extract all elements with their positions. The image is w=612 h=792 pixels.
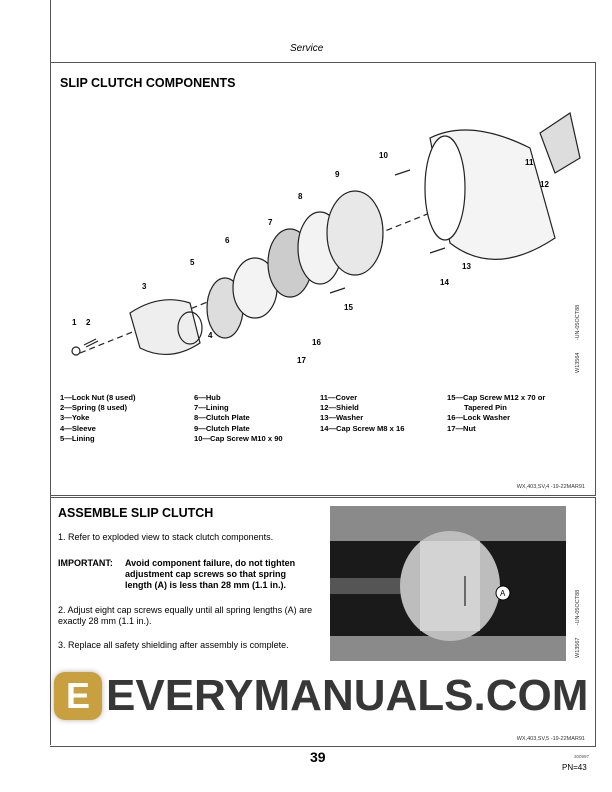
figure-id: W13564 -UN-05OCT88	[575, 305, 581, 373]
legend-item: 12—Shield	[320, 403, 359, 413]
important-line: length (A) is less than 28 mm (1.1 in.).	[125, 580, 287, 590]
important-label: IMPORTANT:	[58, 558, 113, 568]
legend-item: 7—Lining	[194, 403, 229, 413]
legend-item: 11—Cover	[320, 393, 358, 402]
svg-text:5: 5	[190, 258, 195, 267]
figure-code-text: -UN-05OCT88	[575, 589, 581, 626]
legend-item: 3—Yoke	[60, 413, 90, 423]
legend-item: 15—Cap Screw M12 x 70 or	[447, 393, 546, 402]
svg-text:1: 1	[72, 318, 77, 327]
section-title: ASSEMBLE SLIP CLUTCH	[58, 506, 214, 520]
figure-id-text: W13567	[575, 637, 581, 659]
reference-code: WX,403,SV,5 -19-22MAR91	[516, 736, 585, 742]
svg-text:14: 14	[440, 278, 449, 287]
section-header: Service	[290, 43, 324, 54]
figure-id-text: W13564	[575, 352, 581, 374]
legend-item: 8—Clutch Plate	[194, 413, 250, 423]
figure-id: W13567 -UN-05OCT88	[575, 590, 581, 658]
photo-label-a: A	[500, 589, 506, 598]
legend-item: 13—Washer	[320, 413, 364, 423]
section-title: SLIP CLUTCH COMPONENTS	[60, 76, 236, 90]
svg-text:10: 10	[379, 151, 388, 160]
watermark-logo: E	[54, 672, 102, 720]
svg-text:4: 4	[208, 331, 213, 340]
legend-item: 4—Sleeve	[60, 423, 96, 433]
watermark-text: EVERYMANUALS.COM	[106, 671, 589, 720]
svg-text:17: 17	[297, 356, 306, 365]
svg-text:7: 7	[268, 218, 273, 227]
legend-item: 10—Cap Screw M10 x 90	[194, 433, 283, 443]
important-text: Avoid component failure, do not tighten …	[125, 558, 295, 591]
step-2: 2. Adjust eight cap screws equally until…	[58, 605, 313, 626]
legend-item: 9—Clutch Plate	[194, 423, 250, 433]
important-line: adjustment cap screws so that spring	[125, 569, 287, 579]
important-note: IMPORTANT: Avoid component failure, do n…	[58, 558, 333, 592]
svg-text:6: 6	[225, 236, 230, 245]
legend-col-2: 6—Hub 7—Lining 8—Clutch Plate 9—Clutch P…	[194, 393, 283, 444]
svg-text:15: 15	[344, 303, 353, 312]
svg-text:2: 2	[86, 318, 91, 327]
legend-item: 2—Spring (8 used)	[60, 403, 128, 413]
step-3: 3. Replace all safety shielding after as…	[58, 640, 289, 650]
legend-col-1: 1—Lock Nut (8 used) 2—Spring (8 used) 3—…	[60, 393, 136, 444]
assemble-panel: ASSEMBLE SLIP CLUTCH 1. Refer to explode…	[50, 497, 596, 747]
important-line: Avoid component failure, do not tighten	[125, 558, 296, 568]
legend-item: 14—Cap Screw M8 x 16	[320, 423, 405, 433]
footer-code: 300997	[574, 754, 590, 759]
svg-text:8: 8	[298, 192, 303, 201]
figure-code-text: -UN-05OCT88	[575, 304, 581, 341]
legend-item: 6—Hub	[194, 393, 221, 402]
legend-col-3: 11—Cover 12—Shield 13—Washer 14—Cap Scre…	[320, 393, 404, 434]
svg-text:9: 9	[335, 170, 340, 179]
legend-item: 5—Lining	[60, 433, 95, 443]
legend-col-4: 15—Cap Screw M12 x 70 or Tapered Pin 16—…	[447, 393, 545, 434]
svg-text:11: 11	[525, 158, 534, 167]
legend-item: 16—Lock Washer	[447, 413, 511, 423]
legend-item: Tapered Pin	[464, 403, 507, 413]
pn-label: PN=43	[562, 763, 587, 772]
svg-text:3: 3	[142, 282, 147, 291]
svg-text:13: 13	[462, 262, 471, 271]
page-number: 39	[310, 749, 326, 765]
margin-line	[50, 0, 51, 745]
legend-item: 1—Lock Nut (8 used)	[60, 393, 136, 402]
step-1: 1. Refer to exploded view to stack clutc…	[58, 532, 274, 542]
svg-text:16: 16	[312, 338, 321, 347]
watermark-logo-letter: E	[65, 675, 90, 716]
reference-code: WX,403,SV,4 -19-22MAR91	[516, 484, 585, 490]
clutch-photo: A	[330, 506, 566, 661]
svg-text:12: 12	[540, 180, 549, 189]
legend-item: 17—Nut	[447, 423, 476, 433]
